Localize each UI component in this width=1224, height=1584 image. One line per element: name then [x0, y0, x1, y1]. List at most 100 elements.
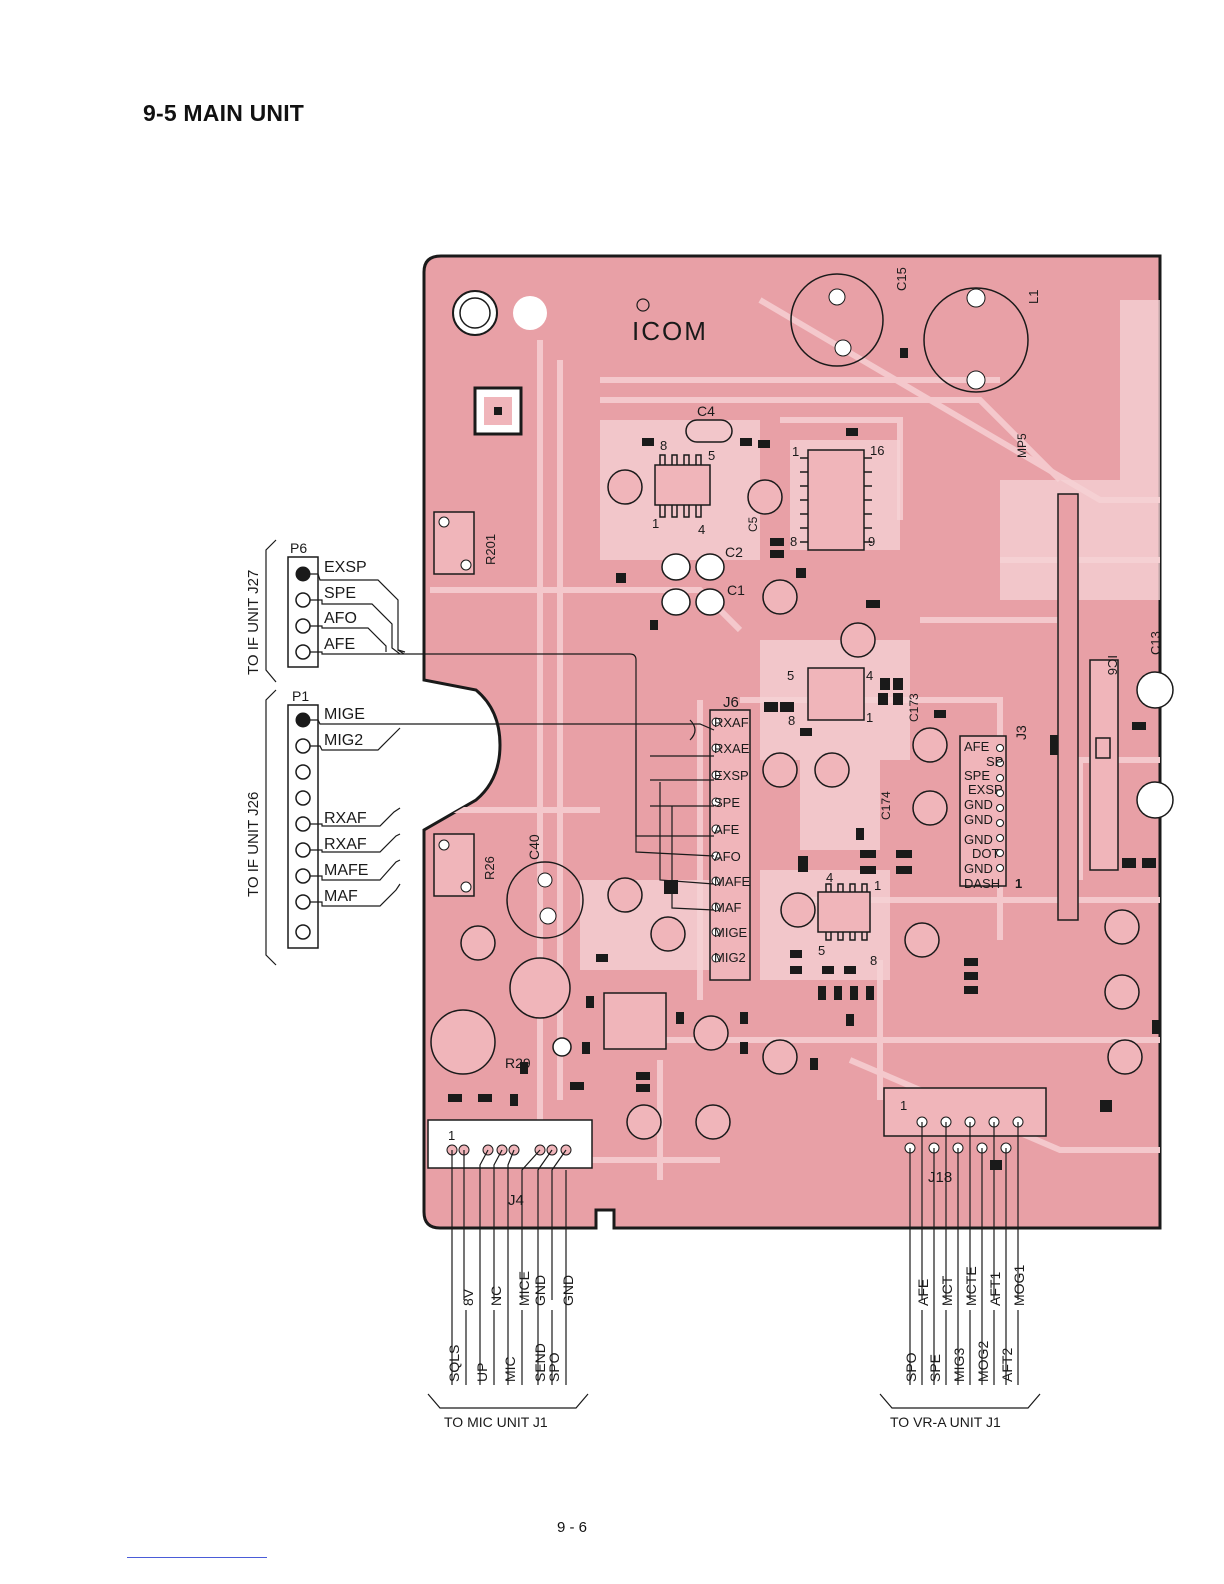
svg-text:AFO: AFO: [324, 610, 357, 627]
svg-text:EXSP: EXSP: [714, 768, 749, 783]
label-mp5: MP5: [1015, 433, 1029, 458]
j4-pin-labels: SQLS UP MIC SEND SPO 8V NC MICE GND GND: [446, 1271, 576, 1382]
trimmer-r29: [552, 1037, 572, 1057]
svg-text:SPE: SPE: [714, 795, 740, 810]
svg-text:16: 16: [870, 443, 884, 458]
svg-text:AFO: AFO: [714, 849, 741, 864]
svg-text:GND: GND: [964, 797, 993, 812]
svg-text:8: 8: [870, 953, 877, 968]
svg-text:1: 1: [1015, 876, 1022, 891]
p1-group-label: TO IF UNIT J26: [245, 792, 262, 897]
svg-text:4: 4: [826, 870, 833, 885]
label-j6: J6: [723, 694, 739, 711]
svg-text:1: 1: [874, 878, 881, 893]
svg-text:1: 1: [652, 516, 659, 531]
label-c174: C174: [879, 791, 893, 820]
svg-text:MOG1: MOG1: [1011, 1265, 1027, 1306]
svg-text:MAFE: MAFE: [714, 874, 750, 889]
label-c40: C40: [526, 834, 542, 860]
page-number: 9 - 6: [557, 1519, 588, 1536]
transistor-cans: [430, 469, 1143, 1140]
svg-text:4: 4: [698, 522, 705, 537]
svg-text:AFT2: AFT2: [999, 1348, 1015, 1382]
coil-l1: [923, 287, 1029, 393]
svg-text:8: 8: [788, 713, 795, 728]
svg-text:NC: NC: [488, 1286, 504, 1306]
footer-rule: [127, 1557, 267, 1558]
svg-text:4: 4: [866, 668, 873, 683]
svg-text:MIGE: MIGE: [324, 706, 365, 723]
p1-label: P1: [292, 688, 309, 704]
svg-text:MIG2: MIG2: [714, 950, 746, 965]
svg-text:EXSP: EXSP: [968, 782, 1003, 797]
svg-text:MICE: MICE: [516, 1271, 532, 1306]
label-j3: J3: [1013, 725, 1029, 740]
icom-logo: ICOM: [632, 316, 708, 346]
svg-text:DOT: DOT: [972, 846, 1000, 861]
integrated-circuits: [603, 449, 1119, 1050]
label-c13: C13: [1148, 631, 1163, 655]
svg-text:5: 5: [708, 448, 715, 463]
svg-text:MAF: MAF: [714, 900, 742, 915]
smd-components: [448, 348, 1160, 1170]
svg-text:8: 8: [790, 534, 797, 549]
label-j18: J18: [928, 1169, 952, 1186]
svg-text:SEND: SEND: [532, 1343, 548, 1382]
svg-text:MCT: MCT: [939, 1275, 955, 1306]
section-title: 9-5 MAIN UNIT: [143, 100, 305, 126]
label-r29: R29: [505, 1055, 531, 1071]
j18-connector: [883, 1087, 1047, 1137]
svg-text:8: 8: [660, 438, 667, 453]
j18-group-label: TO VR-A UNIT J1: [890, 1414, 1001, 1430]
svg-text:GND: GND: [964, 812, 993, 827]
svg-text:9: 9: [868, 534, 875, 549]
j6-pin-labels: RXAF RXAE EXSP SPE AFE AFO MAFE MAF MIGE…: [714, 715, 750, 965]
label-r26: R26: [482, 856, 497, 880]
svg-text:AFE: AFE: [964, 739, 990, 754]
capacitor-c15: [790, 273, 884, 367]
svg-text:GND: GND: [560, 1275, 576, 1306]
svg-text:MAFE: MAFE: [324, 862, 368, 879]
label-c5: C5: [746, 516, 760, 532]
svg-text:5: 5: [787, 668, 794, 683]
label-l1: L1: [1026, 290, 1041, 304]
svg-text:SQLS: SQLS: [446, 1345, 462, 1382]
svg-text:1: 1: [866, 710, 873, 725]
capacitor-c40: [506, 861, 584, 939]
svg-text:AFE: AFE: [714, 822, 740, 837]
svg-text:MIC: MIC: [502, 1356, 518, 1382]
svg-text:DASH: DASH: [964, 876, 1000, 891]
svg-text:AFE: AFE: [915, 1279, 931, 1306]
svg-text:1: 1: [900, 1098, 907, 1113]
svg-text:SPO: SPO: [546, 1352, 562, 1382]
p1-pin-labels: MIGE MIG2 RXAF RXAF MAFE MAF: [324, 706, 368, 905]
label-j4: J4: [508, 1192, 524, 1209]
label-ic6: IC6: [1105, 655, 1120, 675]
svg-text:AFE: AFE: [324, 636, 355, 653]
svg-text:1: 1: [792, 444, 799, 459]
svg-text:SPE: SPE: [927, 1354, 943, 1382]
svg-text:AFT1: AFT1: [987, 1272, 1003, 1306]
p6-group-label: TO IF UNIT J27: [245, 570, 262, 675]
j4-group-label: TO MIC UNIT J1: [444, 1414, 548, 1430]
svg-text:GND: GND: [964, 861, 993, 876]
svg-text:MIG2: MIG2: [324, 732, 363, 749]
svg-text:MOG2: MOG2: [975, 1341, 991, 1382]
svg-text:SPE: SPE: [324, 585, 356, 602]
svg-text:MIGE: MIGE: [714, 925, 748, 940]
p6-pin-labels: EXSP SPE AFO AFE: [324, 559, 367, 653]
svg-text:RXAF: RXAF: [324, 810, 367, 827]
pin-numbers: 8 5 1 4 16 9 8 1 5 4 8 1 4 1 5 8 1 1 1: [448, 438, 1022, 1143]
j3-pin-labels: AFE SP SPE EXSP GND GND GND DOT GND DASH: [964, 739, 1003, 891]
label-c1: C1: [727, 582, 745, 598]
svg-text:1: 1: [448, 1128, 455, 1143]
svg-text:MIG3: MIG3: [951, 1348, 967, 1382]
svg-text:RXAF: RXAF: [324, 836, 367, 853]
svg-text:RXAF: RXAF: [714, 715, 749, 730]
label-c4: C4: [697, 403, 715, 419]
label-c173: C173: [907, 693, 921, 722]
label-r201: R201: [483, 534, 498, 565]
svg-text:SP: SP: [986, 754, 1003, 769]
label-c2: C2: [725, 544, 743, 560]
